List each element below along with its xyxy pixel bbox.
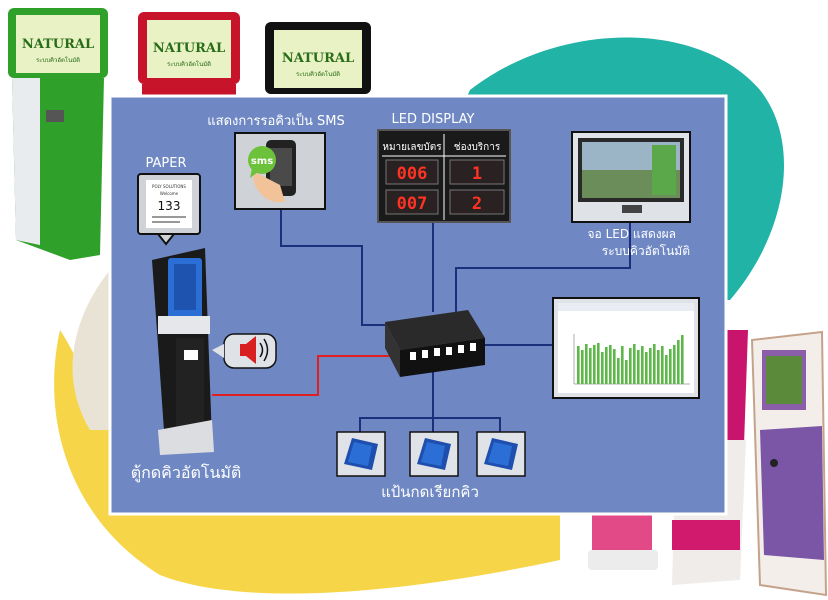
speaker-icon (212, 333, 277, 369)
kiosk-black: NATURAL ระบบคิวอัตโนมัติ (265, 22, 371, 94)
kiosk-tagline: ระบบคิวอัตโนมัติ (296, 70, 340, 78)
ticket-company: POLY SOLUTIONS (152, 184, 186, 189)
sms-bubble-text: sms (251, 156, 273, 167)
kiosk-green: NATURAL ระบบคิวอัตโนมัติ (8, 8, 108, 260)
led-header-ticket: หมายเลขบัตร (382, 142, 442, 153)
ticket-caption: Welcome (160, 191, 179, 196)
kiosk-label: ตู้กดคิวอัตโนมัติ (131, 463, 242, 483)
kiosk-tagline: ระบบคิวอัตโนมัติ (36, 56, 80, 64)
kiosk-bottom-left (588, 515, 658, 570)
callers-label: แป้นกดเรียกคิว (381, 483, 479, 501)
yellow-blob (54, 330, 560, 594)
phone-icon: sms (248, 140, 296, 202)
connection-lines (280, 210, 631, 432)
tv-label: จอ LED แสดงผล (588, 227, 676, 241)
kiosk-brand: NATURAL (282, 51, 354, 66)
sms-label: แสดงการรอคิวเป็น SMS (207, 111, 344, 129)
light-swoosh (72, 270, 110, 430)
kiosk-brand: NATURAL (153, 41, 225, 56)
tv-icon (571, 131, 691, 223)
kiosk-brand: NATURAL (22, 37, 94, 52)
led-display-board: หมายเลขบัตร ช่องบริการ 006 1 007 2 (377, 129, 511, 223)
caller-icon (336, 431, 386, 477)
caller-icon (476, 431, 526, 477)
ticket-icon: POLY SOLUTIONS Welcome 133 (137, 173, 201, 246)
led-counter-row1: 1 (472, 164, 482, 184)
led-ticket-row2: 007 (397, 194, 428, 214)
ticket-number: 133 (158, 199, 181, 213)
led-display-label: LED DISPLAY (392, 112, 475, 127)
kiosk-tagline: ระบบคิวอัตโนมัติ (167, 60, 211, 68)
kiosk-red: NATURAL ระบบคิวอัตโนมัติ (138, 12, 240, 96)
paper-label: PAPER (146, 156, 187, 171)
kiosk-icon (152, 248, 214, 455)
monitor-icon (552, 297, 700, 399)
caller-icon (409, 431, 459, 477)
hub-icon (385, 310, 485, 377)
sms-phone-card: sms (234, 132, 326, 210)
tv-label-line2: ระบบคิวอัตโนมัติ (602, 244, 690, 258)
led-counter-row2: 2 (472, 194, 482, 214)
red-connection (212, 355, 410, 396)
led-header-counter: ช่องบริการ (454, 142, 501, 153)
led-ticket-row1: 006 (397, 164, 428, 184)
kiosk-right-purple (750, 330, 828, 597)
